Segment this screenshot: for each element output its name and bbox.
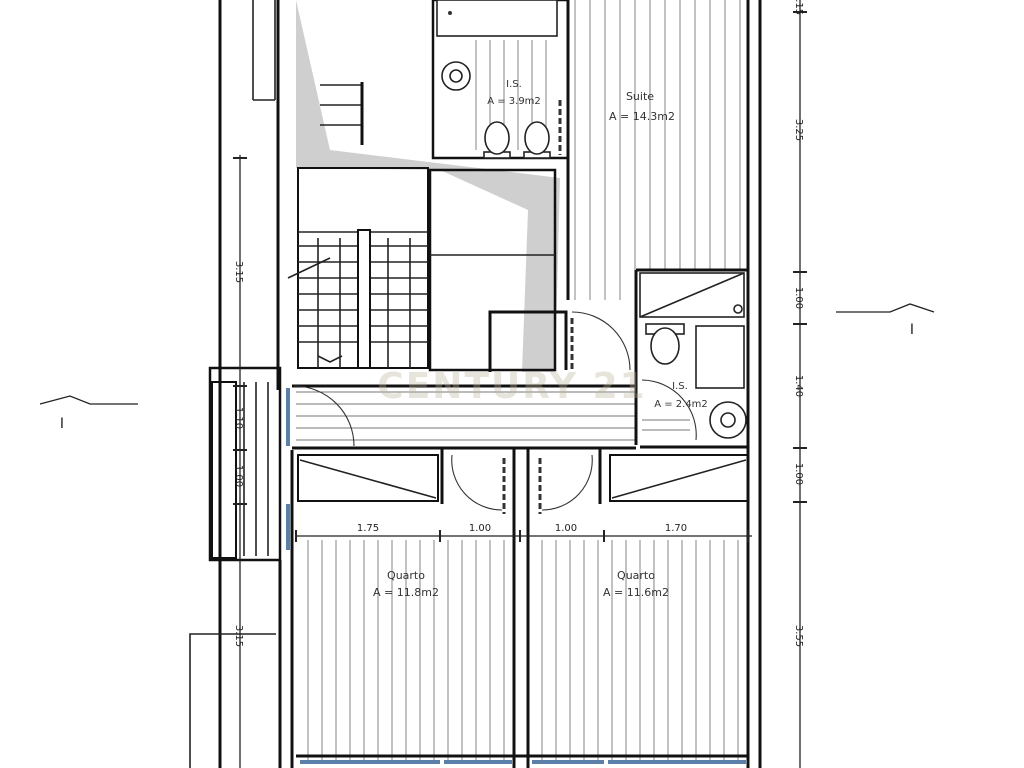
- toilet-1: [483, 121, 511, 159]
- dim-right-mid1: 1.00: [793, 287, 804, 309]
- room-wc1-area: A = 3.9m2: [487, 96, 541, 107]
- room-bed1-area: A = 11.8m2: [373, 586, 439, 599]
- section-marker-right: [836, 303, 935, 313]
- bidet-1: [523, 121, 551, 159]
- toilet-2: [645, 323, 685, 365]
- dim-bed1-left: 1.75: [357, 523, 379, 534]
- dim-right-lower: 3.55: [793, 625, 804, 647]
- left-balcony: [208, 366, 290, 562]
- shower-tray: [695, 325, 745, 389]
- wardrobe-bed1: [297, 454, 439, 502]
- suite-floor-hatching: [574, 0, 741, 300]
- section-marker-left: [39, 395, 138, 405]
- room-suite-area: A = 14.3m2: [609, 110, 675, 123]
- dim-right-top: 0.15: [793, 0, 804, 15]
- bathroom-2: [639, 272, 748, 449]
- wc2-floor-hatching: [642, 419, 690, 431]
- bedroom-doors: [451, 454, 593, 514]
- bedroom-width-dimension: [295, 530, 752, 542]
- landing: [428, 168, 631, 372]
- dim-right-mid2: 1.40: [793, 375, 804, 397]
- dim-bed2-left: 1.00: [555, 523, 577, 534]
- section-label-right: I: [910, 322, 914, 338]
- exterior-walls: [218, 0, 762, 768]
- ground-step: [189, 633, 276, 768]
- room-bed2-area: A = 11.6m2: [603, 586, 669, 599]
- section-label-left: I: [60, 416, 64, 432]
- bathtub: [436, 0, 558, 37]
- room-bed2-name: Quarto: [617, 569, 655, 582]
- hall-floor-hatching: [296, 391, 636, 441]
- hall: [292, 384, 636, 450]
- room-wc2-area: A = 2.4m2: [654, 399, 708, 410]
- bottom-windows: [296, 754, 748, 764]
- stair-void: [296, 0, 560, 372]
- room-wc1-name: I.S.: [506, 79, 522, 90]
- bedroom-walls: [440, 448, 602, 768]
- dim-left-mid1: 1.10: [233, 407, 244, 429]
- bedroom1-floor-hatching: [307, 540, 505, 760]
- room-bed1-name: Quarto: [387, 569, 425, 582]
- dim-left-mid2: 1.00: [233, 465, 244, 487]
- room-wc2-name: I.S.: [672, 381, 688, 392]
- room-suite-name: Suite: [626, 90, 654, 103]
- suite: [566, 0, 748, 445]
- dim-bed2-right: 1.70: [665, 523, 687, 534]
- dim-left-lower: 3.15: [233, 625, 244, 647]
- staircase: [287, 82, 429, 369]
- right-dimension-line: [793, 0, 807, 768]
- dim-right-upper: 3.25: [793, 119, 804, 141]
- dim-bed1-right: 1.00: [469, 523, 491, 534]
- watermark: CENTURY 21: [377, 366, 646, 407]
- bedroom2-floor-hatching: [541, 540, 739, 760]
- wardrobe-bed2: [609, 454, 749, 502]
- bathroom-1: [431, 0, 570, 160]
- dim-left-upper: 3.15: [233, 261, 244, 283]
- dim-right-mid3: 1.00: [793, 463, 804, 485]
- left-dimension-line: [233, 155, 247, 768]
